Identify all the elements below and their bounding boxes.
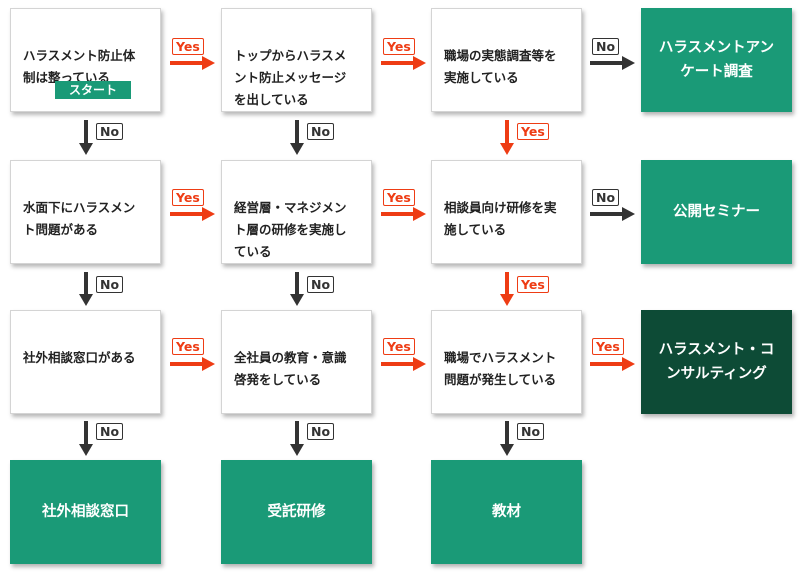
question-text-7: 社外相談窓口がある (23, 350, 136, 365)
question-text-5: 経営層・マネジメン ト層の研修を実施し ている (234, 200, 347, 259)
no-tag-6: No (307, 276, 335, 293)
no-tag-9: No (517, 423, 545, 440)
yes-tag-1: Yes (172, 38, 204, 55)
arrow-right-yes-4 (381, 207, 426, 221)
no-tag-8: No (307, 423, 335, 440)
arrow-right-yes-7 (590, 357, 635, 371)
yes-tag-8: Yes (517, 123, 549, 140)
question-text-2: トップからハラスメ ント防止メッセージ を出している (234, 48, 347, 107)
no-tag-1: No (592, 38, 620, 55)
arrow-down-no-4 (290, 272, 304, 307)
question-box-1: ハラスメント防止体 制は整っている スタート (10, 8, 161, 112)
question-box-2: トップからハラスメ ント防止メッセージ を出している (221, 8, 372, 112)
arrow-down-no-2 (290, 120, 304, 156)
arrow-down-yes-2 (500, 272, 514, 307)
no-tag-7: No (96, 423, 124, 440)
question-box-3: 職場の実態調査等を 実施している (431, 8, 582, 112)
yes-tag-6: Yes (383, 338, 415, 355)
arrow-right-yes-6 (381, 357, 426, 371)
yes-tag-2: Yes (383, 38, 415, 55)
arrow-down-yes-1 (500, 120, 514, 156)
yes-tag-4: Yes (383, 189, 415, 206)
arrow-down-no-5 (79, 421, 93, 457)
yes-tag-7: Yes (592, 338, 624, 355)
question-box-4: 水面下にハラスメン ト問題がある (10, 160, 161, 264)
question-box-9: 職場でハラスメント 問題が発生している (431, 310, 582, 414)
no-tag-2: No (592, 189, 620, 206)
no-tag-5: No (96, 276, 124, 293)
question-text-9: 職場でハラスメント 問題が発生している (444, 350, 557, 387)
arrow-right-no-2 (590, 207, 635, 221)
question-text-8: 全社員の教育・意識 啓発をしている (234, 350, 347, 387)
no-tag-3: No (96, 123, 124, 140)
arrow-down-no-1 (79, 120, 93, 156)
arrow-right-yes-3 (170, 207, 215, 221)
result-teaching-materials: 教材 (431, 460, 582, 564)
arrow-right-no-1 (590, 56, 635, 70)
question-box-8: 全社員の教育・意識 啓発をしている (221, 310, 372, 414)
arrow-down-no-6 (290, 421, 304, 457)
question-text-4: 水面下にハラスメン ト問題がある (23, 200, 136, 237)
question-text-3: 職場の実態調査等を 実施している (444, 48, 557, 85)
arrow-right-yes-2 (381, 56, 426, 70)
question-box-6: 相談員向け研修を実 施している (431, 160, 582, 264)
question-text-1: ハラスメント防止体 制は整っている (23, 48, 136, 85)
arrow-down-no-3 (79, 272, 93, 307)
arrow-right-yes-5 (170, 357, 215, 371)
result-public-seminar: 公開セミナー (641, 160, 792, 264)
yes-tag-9: Yes (517, 276, 549, 293)
yes-tag-3: Yes (172, 189, 204, 206)
question-box-7: 社外相談窓口がある (10, 310, 161, 414)
result-questionnaire-survey: ハラスメントアン ケート調査 (641, 8, 792, 112)
question-text-6: 相談員向け研修を実 施している (444, 200, 557, 237)
arrow-right-yes-1 (170, 56, 215, 70)
result-consulting: ハラスメント・コ ンサルティング (641, 310, 792, 414)
result-commissioned-training: 受託研修 (221, 460, 372, 564)
no-tag-4: No (307, 123, 335, 140)
yes-tag-5: Yes (172, 338, 204, 355)
arrow-down-no-7 (500, 421, 514, 457)
result-external-counseling: 社外相談窓口 (10, 460, 161, 564)
start-badge: スタート (55, 81, 131, 99)
question-box-5: 経営層・マネジメン ト層の研修を実施し ている (221, 160, 372, 264)
